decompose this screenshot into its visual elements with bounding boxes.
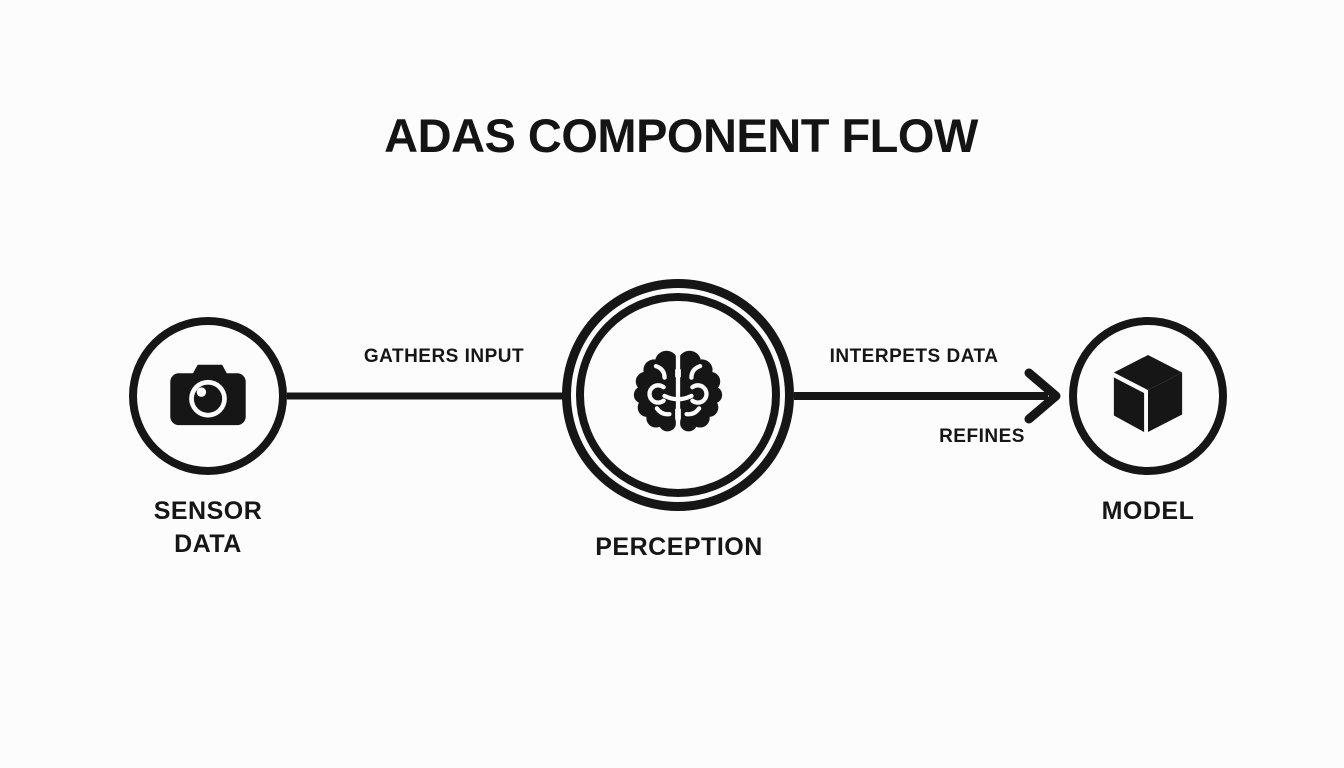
diagram-title: ADAS COMPONENT FLOW — [384, 109, 978, 162]
node-label-sensor-data: SENSOR DATA — [154, 495, 263, 561]
arrowhead-icon — [1024, 368, 1061, 424]
node-model — [1069, 317, 1227, 475]
node-perception — [562, 279, 794, 511]
perception-inner-ring — [576, 293, 780, 497]
edge-label-gathers-input: GATHERS INPUT — [363, 346, 525, 367]
sensor-label-line2: DATA — [174, 530, 242, 558]
sensor-label-line1: SENSOR — [153, 497, 263, 525]
cube-icon — [1109, 353, 1187, 440]
edge-label-refines: REFINES — [939, 426, 1025, 447]
edge-label-interprets-data: INTERPETS DATA — [829, 346, 999, 367]
node-label-model: MODEL — [1101, 497, 1195, 525]
node-label-perception: PERCEPTION — [595, 533, 763, 561]
brain-icon — [630, 345, 726, 446]
camera-icon — [168, 361, 248, 432]
node-sensor-data — [129, 317, 287, 475]
